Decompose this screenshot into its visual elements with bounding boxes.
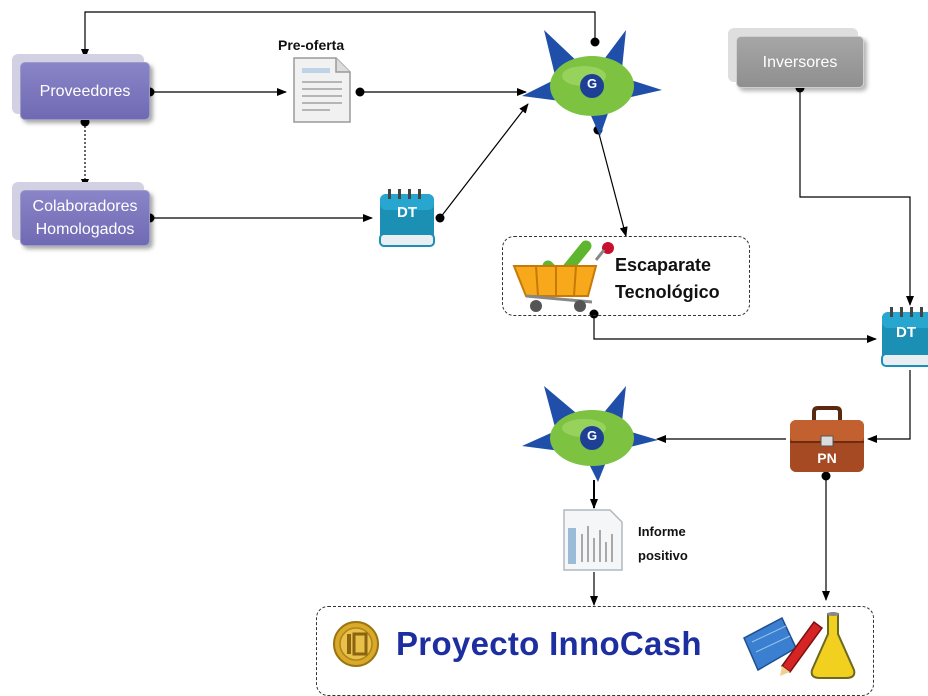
g-letter-top: G (586, 76, 598, 91)
proveedores-label: Proveedores (39, 82, 131, 100)
informe-label-line1: Informe (638, 524, 686, 539)
dt-notebook-right: DT (878, 304, 928, 370)
g-badge-icon (522, 30, 662, 136)
inversores-label: Inversores (762, 53, 838, 71)
innocash-coin-icon (333, 621, 379, 667)
escaparate-box (502, 236, 750, 316)
pn-briefcase: PN (788, 406, 866, 474)
colaboradores-label-line2: Homologados (35, 221, 135, 238)
proveedores-node: Proveedores (20, 62, 150, 120)
colaboradores-node: Colaboradores Homologados (20, 190, 150, 246)
g-node-bottom: G (522, 386, 662, 482)
informe-label-line2: positivo (638, 548, 688, 563)
g-letter-bottom: G (586, 428, 598, 443)
colaboradores-label-line1: Colaboradores (32, 198, 138, 215)
dt-label-left: DT (397, 204, 417, 221)
briefcase-icon (790, 406, 864, 472)
escaparate-label-line1: Escaparate (615, 255, 712, 275)
dt-notebook-left: DT (376, 186, 438, 250)
inversores-node: Inversores (736, 36, 864, 88)
connector-dt-to-pn (867, 370, 911, 443)
g-badge-icon (522, 386, 658, 482)
connector-dt-to-g (439, 103, 529, 219)
connector-escaparate-to-dt (593, 314, 877, 343)
design-tools-icon (743, 612, 856, 679)
dt-label-right: DT (896, 324, 916, 341)
g-node-top: G (522, 30, 662, 136)
escaparate-label: Escaparate Tecnológico (615, 252, 720, 306)
informe-label: Informe positivo (638, 520, 688, 568)
escaparate-label-line2: Tecnológico (615, 282, 720, 302)
notebook-icon (379, 189, 435, 247)
shopping-cart-icon (512, 240, 614, 312)
notebook-icon (881, 307, 928, 367)
proyecto-label: Proyecto InnoCash (396, 625, 702, 662)
preoferta-label: Pre-oferta (278, 37, 345, 53)
report-chart-icon (563, 509, 623, 571)
connector-g-to-escaparate (597, 129, 628, 237)
connector-g-to-proveedores (81, 11, 596, 59)
pn-label: PN (817, 450, 837, 466)
document-icon (293, 57, 351, 123)
connector-inversores-to-dt (799, 88, 914, 306)
